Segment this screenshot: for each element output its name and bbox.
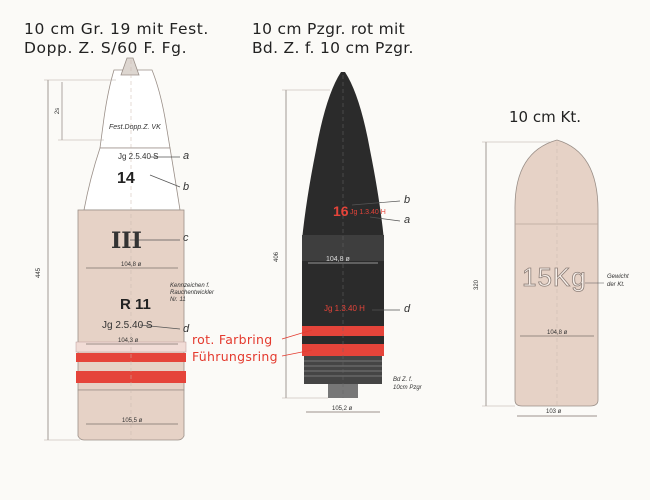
shell-2-stamp-top: Jg 1.3.40 H — [350, 209, 386, 216]
shell-2-drawing — [282, 72, 401, 413]
shell-2-callout-d: d — [404, 303, 411, 315]
shell-3-diameter-base: 103 ø — [546, 409, 562, 415]
shell-1-diameter-lower: 104,3 ø — [118, 338, 139, 344]
shell-2-callout-b: b — [404, 194, 411, 206]
shell-1-dim-small: 2s — [55, 107, 62, 115]
shell-1-mark-r: R 11 — [120, 296, 151, 313]
shell-1-title: 10 cm Gr. 19 mit Fest.Dopp. Z. S/60 F. F… — [24, 20, 209, 58]
shell-1-note: Kennzeichen f. Rauchentwickler Nr. 11 — [170, 283, 215, 303]
shell-2-callout-a: a — [404, 214, 411, 226]
shell-1-drawing — [44, 57, 187, 441]
shell-1-fuze-tip — [120, 57, 140, 76]
shell-1-diameter-upper: 104,8 ø — [121, 262, 142, 268]
shell-3-title: 10 cm Kt. — [509, 108, 581, 126]
shell-3-length: 320 — [474, 279, 481, 291]
shell-1-fuze-text: Fest.Dopp.Z. VK — [109, 124, 161, 131]
shell-1-roman: III — [111, 228, 142, 254]
shell-1-title-line1: 10 cm Gr. 19 mit Fest. — [24, 20, 209, 38]
shell-1-callout-d: d — [183, 323, 190, 335]
shell-2-title-line2: Bd. Z. f. 10 cm Pzgr. — [252, 39, 414, 57]
shell-3-weight: 15Kg — [522, 262, 587, 293]
shell-1-callout-b: b — [183, 181, 190, 193]
shell-2-fuze-note: Bd Z. f. 10cm Pzgr — [393, 377, 422, 391]
shell-1-base — [77, 389, 185, 441]
shell-1-length: 445 — [36, 267, 43, 279]
shell-1-nose — [99, 69, 171, 149]
shell-1-stamp-top: Jg 2.5.40 S — [118, 152, 159, 161]
color-band-label: rot. Farbring — [192, 332, 273, 347]
shell-1-stamp-lower: Jg 2.5.40 S — [102, 320, 153, 331]
shell-2-diameter-base: 105,2 ø — [332, 406, 353, 412]
driving-band-label: Führungsring — [192, 349, 278, 364]
shell-1-number: 14 — [117, 170, 135, 187]
shell-3-drawing — [482, 139, 604, 417]
shell-2-length: 406 — [274, 251, 281, 263]
shell-2-stamp-lower: Jg 1.3.40 H — [324, 304, 365, 313]
shell-2-base-upper — [302, 336, 384, 344]
shell-2-number: 16 — [333, 203, 349, 219]
shell-1-callout-a: a — [183, 150, 190, 162]
shell-3-weight-note: Gewicht der Kt. — [607, 274, 629, 288]
shell-1-title-line2: Dopp. Z. S/60 F. Fg. — [24, 39, 188, 57]
shell-3-body — [514, 139, 599, 407]
shell-3-diameter-upper: 104,8 ø — [547, 330, 568, 336]
shell-2-diameter-upper: 104,8 ø — [326, 256, 350, 263]
shell-1-callout-c: c — [183, 232, 189, 244]
shell-1-diameter-base: 105,5 ø — [122, 418, 143, 424]
shell-2-title-line1: 10 cm Pzgr. rot mit — [252, 20, 406, 38]
